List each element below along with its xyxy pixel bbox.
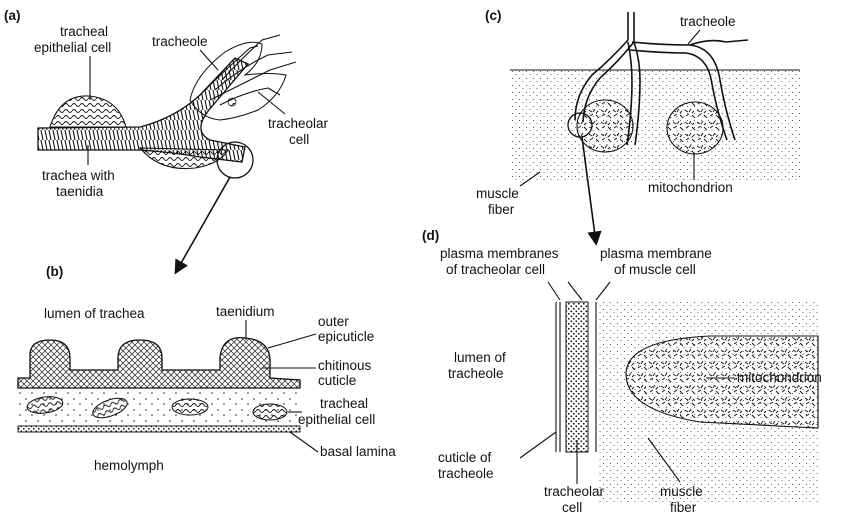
leader-basal: [290, 432, 318, 452]
label-muscle-d-1: muscle: [660, 484, 703, 499]
label-outer-1: outer: [318, 314, 349, 329]
panel-d: (d) plasma membranes of tracheolar cell …: [422, 228, 822, 515]
leader-outer-epicuticle: [268, 334, 316, 348]
arrow-to-panel-b: [176, 177, 230, 272]
label-hemolymph: hemolymph: [94, 458, 164, 473]
label-lumen-trachea: lumen of trachea: [44, 306, 145, 321]
label-mito-d: mitochondrion: [737, 370, 822, 385]
label-taenidium: taenidium: [216, 304, 275, 319]
panel-a: (a) tracheole tracheal epithelial cell t…: [4, 8, 329, 272]
panel-a-label: (a): [4, 8, 21, 23]
label-muscle-c-1: muscle: [476, 186, 519, 201]
tracheolar-cell-strip: [566, 302, 588, 452]
tracheole-c-branch: [690, 40, 748, 45]
label-trachea-a-1: trachea with: [42, 168, 115, 183]
label-pm-mc-2: of muscle cell: [614, 262, 696, 277]
label-cuticle-d-1: cuticle of: [438, 450, 492, 465]
label-lumen-d-2: tracheole: [448, 366, 504, 381]
panel-c-label: (c): [485, 8, 502, 23]
label-tracheole-a: tracheole: [152, 34, 208, 49]
panel-b: (b) lumen of trachea taenidium outer epi…: [18, 264, 396, 473]
label-tracheole-c: tracheole: [680, 14, 736, 29]
leader-tracheolar-a: [258, 92, 285, 114]
tracheal-epithelial-cell-top: [50, 96, 126, 127]
mitochondrion-b-4: [253, 404, 287, 420]
label-pm-tc-2: of tracheolar cell: [446, 262, 545, 277]
label-muscle-d-2: fiber: [670, 500, 697, 515]
label-chitinous-1: chitinous: [318, 358, 372, 373]
label-tracheolar-a-1: tracheolar: [268, 116, 329, 131]
taenidia-cuticle: [18, 338, 300, 388]
label-cuticle-d-2: tracheole: [438, 466, 494, 481]
leader-cuticle-d: [520, 432, 556, 458]
panel-b-label: (b): [46, 264, 63, 279]
label-tcell-d-1: tracheolar: [544, 484, 605, 499]
label-muscle-c-2: fiber: [488, 202, 515, 217]
label-tcell-d-2: cell: [562, 500, 582, 515]
label-epi-b-2: epithelial cell: [298, 412, 375, 427]
leader-pm-tc-1: [548, 282, 560, 300]
mitochondrion-c-2: [667, 102, 723, 154]
panel-d-label: (d): [422, 228, 439, 243]
leader-pm-tc-2: [568, 282, 582, 300]
leader-pm-mc: [596, 282, 610, 300]
basal-lamina: [18, 426, 300, 432]
label-tracheal-epi-a-1: tracheal: [60, 24, 108, 39]
label-tracheal-epi-a-2: epithelial cell: [34, 40, 111, 55]
label-basal-lamina: basal lamina: [320, 444, 396, 459]
muscle-fiber-c: [510, 70, 800, 180]
label-lumen-d-1: lumen of: [454, 350, 506, 365]
panel-c: (c) tracheole muscle fiber mitochondrion: [476, 8, 800, 243]
tracheolar-cell-nucleus: [228, 98, 236, 106]
label-pm-tc-1: plasma membranes: [440, 246, 559, 261]
label-tracheolar-a-2: cell: [289, 132, 309, 147]
label-epi-b-1: tracheal: [320, 396, 368, 411]
label-chitinous-2: cuticle: [318, 373, 356, 388]
mitochondrion-b-3: [172, 399, 208, 415]
label-trachea-a-2: taenidia: [56, 184, 104, 199]
label-outer-2: epicuticle: [318, 329, 374, 344]
label-mito-c: mitochondrion: [648, 180, 733, 195]
label-pm-mc-1: plasma membrane: [600, 246, 712, 261]
